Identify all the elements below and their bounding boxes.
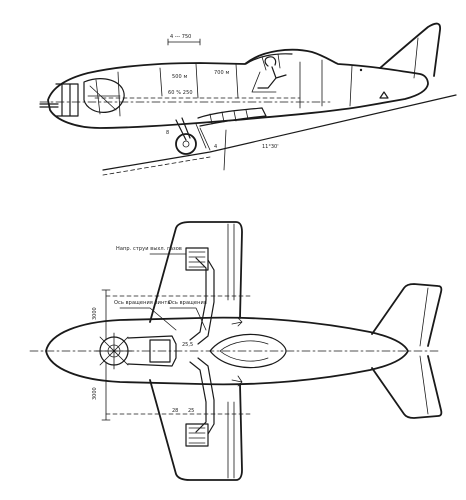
side-canopy — [245, 53, 293, 65]
plan-radiator-lower-fill — [188, 427, 206, 444]
plan-annot-label-b: 28 — [172, 408, 178, 414]
plan-dim-upper — [101, 289, 111, 341]
plan-inner-cowl — [209, 333, 287, 369]
side-engine — [83, 78, 125, 113]
side-engine-detail — [87, 79, 121, 115]
plan-arrows — [231, 317, 243, 387]
plan-leader-mid — [169, 307, 207, 331]
plan-wing-upper — [149, 221, 243, 323]
plan-inner-cowl-2 — [219, 340, 269, 362]
side-dim-line — [167, 38, 201, 46]
side-leader — [223, 129, 227, 171]
plan-annot-label-c: 25 — [188, 408, 194, 414]
side-frames — [117, 59, 353, 117]
ground-line — [102, 94, 457, 171]
side-fuselage — [47, 48, 429, 129]
plan-station-lines — [105, 295, 251, 415]
plan-annot-dim-lower: 3000 — [92, 387, 98, 400]
plan-radiator-upper — [185, 247, 209, 271]
side-canopy-frame — [261, 53, 281, 71]
side-annot-gear-1: 8 — [166, 130, 169, 136]
side-annot-gear-2: 4 — [214, 144, 217, 150]
plan-tail-lower — [371, 355, 443, 419]
side-marker — [379, 91, 389, 99]
side-vertical-tail — [379, 22, 441, 77]
side-view: 4 --- 750 500 м 700 м 60 % 250 11°30' 8 … — [39, 22, 457, 176]
plan-engine-block — [149, 339, 171, 363]
plan-view: Напр. струи выхл. газов Ось вращения вин… — [29, 221, 443, 481]
plan-tail-upper — [371, 283, 443, 347]
side-exhaust-duct — [197, 107, 267, 127]
side-rudder-line — [413, 37, 419, 79]
plan-flap-lines — [227, 223, 235, 479]
plan-elevator-lines — [419, 287, 429, 415]
side-duct-ribs — [209, 109, 249, 125]
side-nose-cowl — [55, 83, 79, 117]
side-seat — [251, 71, 277, 93]
side-annot-comp-3: 60 % 250 — [168, 90, 193, 96]
plan-radiator-upper-fill — [188, 251, 206, 268]
plan-duct-lower — [189, 357, 215, 435]
side-annot-angle: 11°30' — [262, 144, 279, 150]
side-gear-door — [195, 123, 211, 151]
ground-hatch — [102, 156, 211, 176]
plan-wing-lower — [149, 379, 243, 481]
side-marker-dot — [359, 68, 363, 72]
plan-annot-dim-upper: 3000 — [92, 307, 98, 320]
plan-radiator-lower — [185, 423, 209, 447]
side-annot-comp-2: 700 м — [214, 70, 230, 76]
plan-fuselage — [45, 316, 409, 386]
plan-annot-label-a: 25,5 — [182, 342, 193, 348]
plan-duct-upper — [189, 257, 215, 345]
side-wheel-hub — [182, 140, 190, 148]
side-annot-dim-top: 4 --- 750 — [170, 34, 191, 40]
plan-dim-lower — [101, 361, 111, 421]
plan-annot-note-top: Напр. струи выхл. газов — [116, 246, 182, 252]
side-gun — [39, 103, 59, 108]
plan-annot-note-left: Ось вращения винта — [114, 300, 171, 306]
side-wheel — [175, 133, 197, 155]
plan-engine-body — [127, 335, 177, 367]
plan-annot-note-mid: Ось вращения — [168, 300, 207, 306]
side-annot-comp-1: 500 м — [172, 74, 188, 80]
plan-engine-cylinders — [95, 332, 133, 370]
plan-leader-left — [119, 307, 177, 331]
side-pilot — [257, 56, 287, 89]
